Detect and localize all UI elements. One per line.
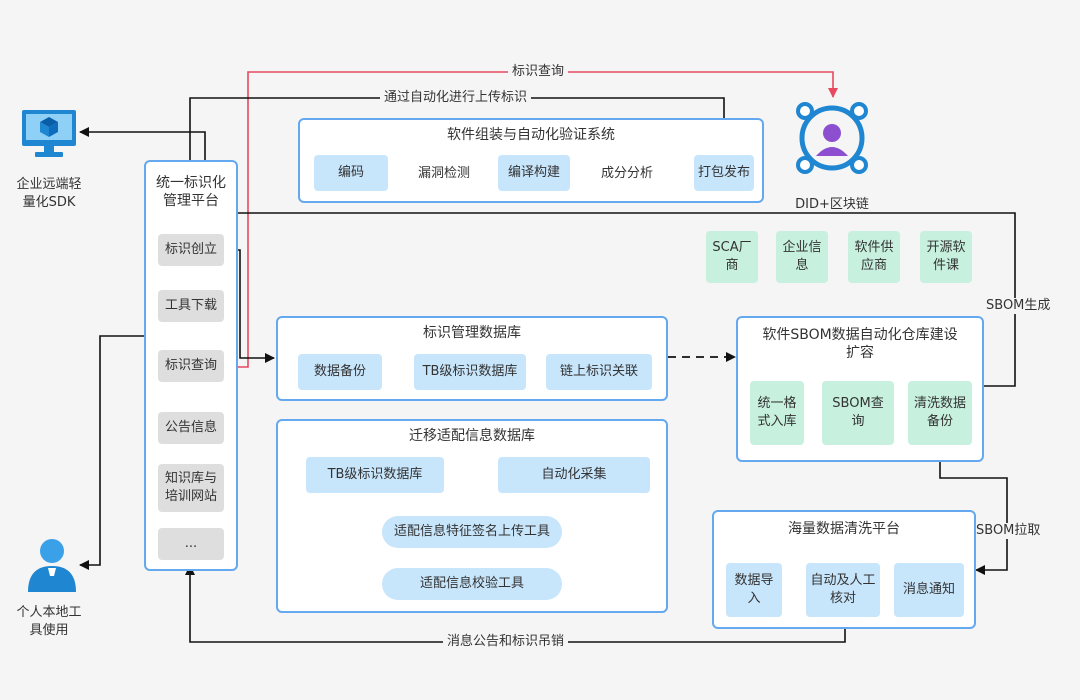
sbom-gen-label: SBOM生成 <box>982 298 1055 314</box>
onchain-link-box: 链上标识关联 <box>546 354 652 390</box>
notice-label: 消息公告和标识吊销 <box>443 634 569 650</box>
did-caption: DID+区块链 <box>795 197 869 212</box>
upload-flow-label: 通过自动化进行上传标识 <box>380 90 532 106</box>
computer-icon <box>19 108 79 160</box>
person-caption: 个人本地工 具使用 <box>16 605 82 638</box>
data-backup-box: 数据备份 <box>298 354 382 390</box>
vuln-scan-label: 漏洞检测 <box>414 166 475 182</box>
query-flow-line <box>228 71 838 368</box>
platform-item-create-id[interactable]: 标识创立 <box>158 234 224 266</box>
code-box: 编码 <box>314 155 388 191</box>
assembly-title: 软件组装与自动化验证系统 <box>447 127 615 143</box>
source-software-supplier: 软件供 应商 <box>848 231 900 283</box>
unified-format-box: 统一格 式入库 <box>750 381 804 445</box>
sbom-pull-label: SBOM拉取 <box>972 523 1045 539</box>
auto-collect-box: 自动化采集 <box>498 457 650 493</box>
sbom-pull-line <box>939 446 1008 575</box>
did-blockchain-icon <box>792 98 872 178</box>
build-box: 编译构建 <box>498 155 570 191</box>
data-import-box: 数据导 入 <box>726 563 782 617</box>
sign-upload-tool: 适配信息特征签名上传工具 <box>382 516 562 548</box>
platform-item-id-query[interactable]: 标识查询 <box>158 350 224 382</box>
source-open-source: 开源软 件课 <box>920 231 972 283</box>
auto-manual-check-box: 自动及人工 核对 <box>806 563 880 617</box>
id-db-title: 标识管理数据库 <box>423 325 521 341</box>
source-sca-vendor: SCA厂 商 <box>706 231 758 283</box>
release-box: 打包发布 <box>694 155 754 191</box>
sbom-query-box: SBOM查 询 <box>822 381 894 445</box>
platform-item-tool-download[interactable]: 工具下载 <box>158 290 224 322</box>
tb-id-db-box: TB级标识数据库 <box>414 354 526 390</box>
platform-item-knowledge-base[interactable]: 知识库与 培训网站 <box>158 464 224 512</box>
cleaning-title: 海量数据清洗平台 <box>788 521 900 537</box>
migration-db-title: 迁移适配信息数据库 <box>409 428 535 444</box>
sdk-caption: 企业远端轻 量化SDK <box>16 177 82 210</box>
verify-tool: 适配信息校验工具 <box>382 568 562 600</box>
platform-item-more[interactable]: ... <box>158 528 224 560</box>
query-flow-label: 标识查询 <box>508 64 569 80</box>
source-enterprise-info: 企业信 息 <box>776 231 828 283</box>
sbom-repo-title: 软件SBOM数据自动化仓库建设 扩容 <box>762 327 958 361</box>
composition-analysis-label: 成分分析 <box>597 166 658 182</box>
person-icon <box>26 536 78 592</box>
message-notify-box: 消息通知 <box>894 563 964 617</box>
platform-item-notices[interactable]: 公告信息 <box>158 412 224 444</box>
platform-title: 统一标识化 管理平台 <box>156 175 226 209</box>
migration-tb-db-box: TB级标识数据库 <box>306 457 444 493</box>
clean-backup-box: 清洗数据 备份 <box>908 381 972 445</box>
